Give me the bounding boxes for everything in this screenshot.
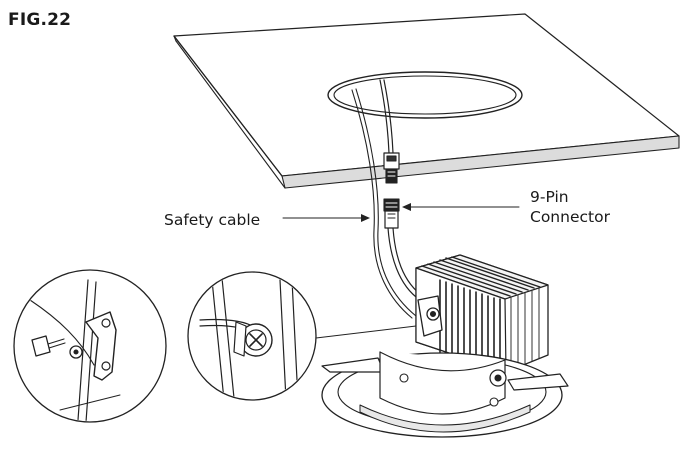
detail-view-bracket [13, 269, 167, 423]
connector-label: 9-Pin Connector [530, 187, 610, 227]
ceiling-panel [173, 13, 680, 189]
connector-upper [383, 152, 400, 184]
safety-cable-label: Safety cable [164, 211, 261, 229]
trim-ring [321, 351, 569, 438]
figure-label: FIG.22 [8, 10, 72, 30]
connector-label-line1: 9-Pin [530, 188, 569, 206]
ceiling-hole [327, 71, 523, 119]
detail-view-screw [187, 271, 417, 401]
leader-lines [282, 203, 520, 222]
connector-lower [383, 198, 400, 229]
connector-label-line2: Connector [530, 208, 610, 226]
